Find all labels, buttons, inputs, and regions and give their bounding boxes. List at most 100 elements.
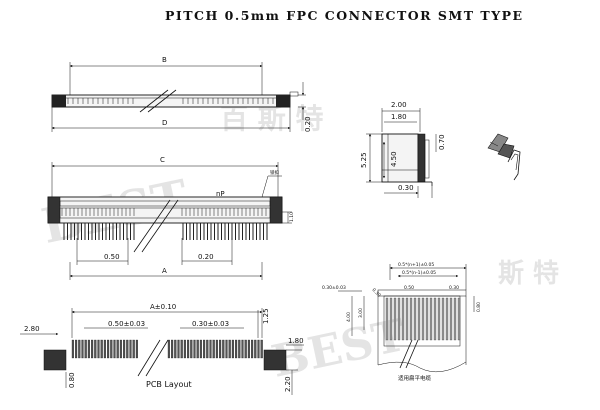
pcb-pad [94, 339, 97, 359]
fpc-finger [397, 297, 401, 341]
fpc-finger [401, 297, 405, 341]
dim-pcb-280: 2.80 [24, 325, 40, 333]
pcb-pad [231, 339, 234, 359]
pcb-pad [78, 339, 81, 359]
dim-fpc-left-gap: 0.30 [371, 287, 382, 298]
pcb-pad [187, 339, 190, 359]
fpc-finger [441, 297, 445, 341]
pcb-pad [228, 339, 231, 359]
dim-pcb-125: 1.25 [262, 308, 270, 324]
dim-fpc-height-b: 3.00 [358, 308, 364, 318]
pcb-pad [123, 339, 126, 359]
fpc-finger [385, 297, 389, 341]
fpc-finger [389, 297, 393, 341]
pcb-pad [183, 339, 186, 359]
pcb-pad [119, 339, 122, 359]
pcb-pad [225, 339, 228, 359]
pcb-pad [180, 339, 183, 359]
fpc-finger [413, 297, 417, 341]
dim-pcb-pad: 0.30±0.03 [192, 320, 229, 328]
dim-front-gap: 0.20 [198, 253, 214, 261]
dim-side-070: 0.70 [438, 134, 446, 150]
pcb-layout-view: A±0.10 0.50±0.03 0.30±0.03 2.80 1.25 1.8… [20, 303, 304, 395]
pcb-pad [174, 339, 177, 359]
fpc-finger [433, 297, 437, 341]
pcb-pad [222, 339, 225, 359]
pcb-pad [81, 339, 84, 359]
fpc-finger [429, 297, 433, 341]
pcb-pad [167, 339, 170, 359]
pcb-pad [260, 339, 263, 359]
pcb-pad [116, 339, 119, 359]
pcb-pad [235, 339, 238, 359]
dim-pcb-pitch: 0.50±0.03 [108, 320, 145, 328]
pcb-pad [203, 339, 206, 359]
pcb-pad [110, 339, 113, 359]
dim-fpc-left-050: 0.50 [404, 285, 414, 291]
pcb-pad [251, 339, 254, 359]
fpc-finger [453, 297, 457, 341]
label-lock: 锁扣 [270, 169, 279, 176]
dim-pcb-080: 0.80 [68, 372, 76, 388]
dim-side-200: 2.00 [391, 101, 407, 109]
pcb-pad [209, 339, 212, 359]
dim-fpc-v2: 0.80 [476, 302, 482, 312]
pcb-pad [135, 339, 138, 359]
dim-pcb-180: 1.80 [288, 337, 304, 345]
pcb-pad [244, 339, 247, 359]
dim-front-side: 1.10 [289, 212, 295, 222]
watermark-best-lower: BEST [267, 310, 410, 388]
fpc-finger [393, 297, 397, 341]
top-view: B D 0.20 [51, 56, 312, 132]
pcb-pad [238, 339, 241, 359]
fpc-finger [421, 297, 425, 341]
dim-side-525: 5.25 [360, 152, 368, 168]
pcb-pad [219, 339, 222, 359]
pcb-pad [215, 339, 218, 359]
dim-side-180: 1.80 [391, 113, 407, 121]
fpc-finger [445, 297, 449, 341]
dim-fpc-030: 0.30±0.03 [322, 285, 346, 291]
connector-iso-icon [487, 133, 521, 181]
fpc-finger [417, 297, 421, 341]
pcb-pad [129, 339, 132, 359]
drawing-title: PITCH 0.5mm FPC CONNECTOR SMT TYPE [165, 8, 524, 23]
pcb-pad [75, 339, 78, 359]
fpc-cable-view: 0.5*(n+1)±0.05 0.5*(n-1)±0.05 0.30±0.03 … [322, 262, 482, 382]
pcb-pad [107, 339, 110, 359]
fpc-finger [449, 297, 453, 341]
fpc-finger [425, 297, 429, 341]
pcb-pad [71, 339, 74, 359]
pcb-pad [126, 339, 129, 359]
pcb-pad [177, 339, 180, 359]
pcb-pad [206, 339, 209, 359]
fpc-finger [437, 297, 441, 341]
pcb-pad [103, 339, 106, 359]
pcb-caption: PCB Layout [146, 380, 192, 389]
pcb-pad [97, 339, 100, 359]
pcb-pad [241, 339, 244, 359]
dim-side-450: 4.50 [390, 151, 398, 167]
dim-pcb-a: A±0.10 [150, 303, 176, 311]
pcb-pad [84, 339, 87, 359]
watermark-cjk-right: 斯 特 [498, 258, 559, 289]
fpc-finger [409, 297, 413, 341]
dim-b: B [162, 56, 167, 64]
label-np: nP [216, 190, 225, 198]
pcb-pad [91, 339, 94, 359]
pcb-pad [257, 339, 260, 359]
dim-pcb-220: 2.20 [284, 376, 292, 392]
pcb-pad [171, 339, 174, 359]
side-view: 2.00 1.80 5.25 4.50 0.70 0.30 [360, 101, 446, 198]
front-view: C 锁扣 nP 1.10 0.50 0.20 [47, 156, 295, 280]
dim-a: A [162, 267, 167, 275]
dim-fpc-right-gap: 0.30 [449, 285, 459, 291]
pcb-pad [100, 339, 103, 359]
dim-front-pitch: 0.50 [104, 253, 120, 261]
pcb-pad [212, 339, 215, 359]
pcb-pad [199, 339, 202, 359]
dim-side-030: 0.30 [398, 184, 414, 192]
dim-d: D [162, 119, 167, 127]
pcb-pad [190, 339, 193, 359]
